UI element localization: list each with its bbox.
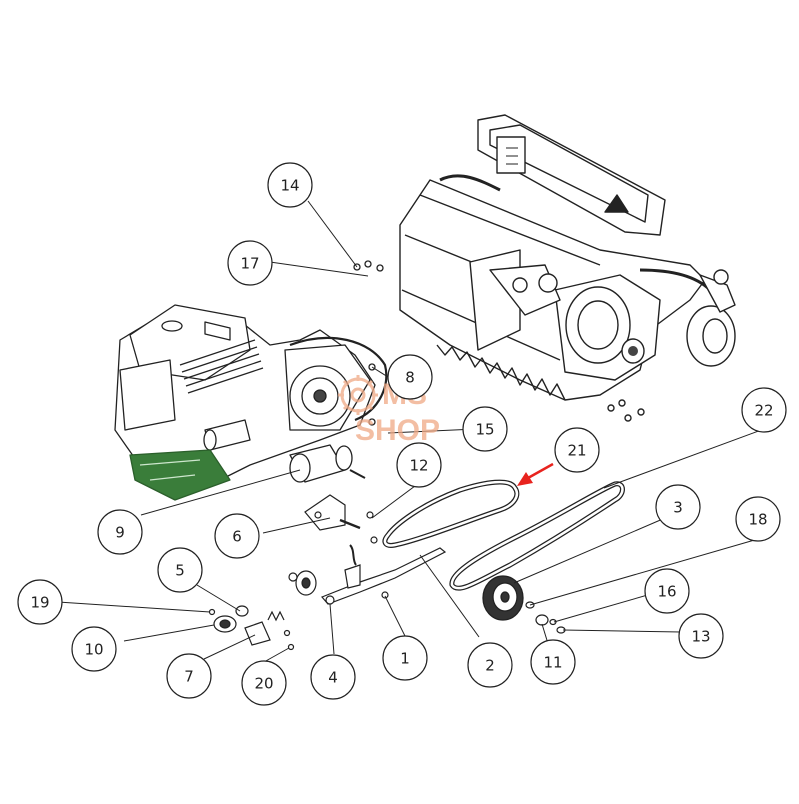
callout-label: 14 xyxy=(280,177,299,195)
callout-13: 13 xyxy=(678,613,724,659)
callout-label: 11 xyxy=(543,654,562,672)
callout-2: 2 xyxy=(467,642,513,688)
callout-20: 20 xyxy=(241,660,287,706)
watermark: MS SHOP xyxy=(338,375,440,447)
callout-label: 19 xyxy=(30,594,49,612)
belt-22 xyxy=(449,481,625,591)
callout-7: 7 xyxy=(166,653,212,699)
callout-22: 22 xyxy=(741,387,787,433)
callout-circle xyxy=(735,496,781,542)
callout-label: 10 xyxy=(84,641,103,659)
ms-shop-logo-icon xyxy=(338,375,378,415)
callout-label: 20 xyxy=(254,675,273,693)
callout-circle xyxy=(382,635,428,681)
pulley-3 xyxy=(482,575,524,621)
callout-label: 22 xyxy=(754,402,773,420)
callout-label: 9 xyxy=(115,524,125,542)
small-hardware xyxy=(208,494,566,651)
callout-circle xyxy=(467,642,513,688)
callout-label: 15 xyxy=(475,421,494,439)
callout-label: 3 xyxy=(673,499,683,517)
callout-15: 15 xyxy=(462,406,508,452)
callout-circle xyxy=(741,387,787,433)
belt-21 xyxy=(382,479,520,548)
callout-label: 18 xyxy=(748,511,767,529)
callout-6: 6 xyxy=(214,513,260,559)
callout-3: 3 xyxy=(655,484,701,530)
callout-5: 5 xyxy=(157,547,203,593)
callout-12: 12 xyxy=(396,442,442,488)
leader-lines xyxy=(57,200,765,663)
engine-assembly xyxy=(114,260,388,501)
callout-8: 8 xyxy=(387,354,433,400)
callout-10: 10 xyxy=(71,626,117,672)
callout-11: 11 xyxy=(530,639,576,685)
callout-circle xyxy=(166,653,212,699)
callout-circle xyxy=(678,613,724,659)
callout-circle xyxy=(554,427,600,473)
callout-circle xyxy=(655,484,701,530)
callout-label: 8 xyxy=(405,369,415,387)
callout-label: 7 xyxy=(184,668,194,686)
callout-label: 12 xyxy=(409,457,428,475)
callout-1: 1 xyxy=(382,635,428,681)
callout-label: 4 xyxy=(328,669,338,687)
callout-label: 16 xyxy=(657,583,676,601)
callout-circle xyxy=(310,654,356,700)
callout-4: 4 xyxy=(310,654,356,700)
callout-label: 1 xyxy=(400,650,410,668)
callout-circle xyxy=(71,626,117,672)
callout-14: 14 xyxy=(267,162,313,208)
highlight-arrow-21 xyxy=(517,462,554,486)
callout-label: 17 xyxy=(240,255,259,273)
watermark-line-shop: SHOP xyxy=(355,414,440,447)
callout-circle xyxy=(227,240,273,286)
callout-label: 6 xyxy=(232,528,242,546)
callout-circle xyxy=(97,509,143,555)
machine-housing xyxy=(399,114,736,422)
callout-label: 5 xyxy=(175,562,185,580)
callout-21: 21 xyxy=(554,427,600,473)
callout-circle xyxy=(214,513,260,559)
callout-label: 2 xyxy=(485,657,495,675)
callout-9: 9 xyxy=(97,509,143,555)
callout-18: 18 xyxy=(735,496,781,542)
callout-circle xyxy=(530,639,576,685)
callout-circle xyxy=(396,442,442,488)
callout-19: 19 xyxy=(17,579,63,625)
callout-17: 17 xyxy=(227,240,273,286)
callout-16: 16 xyxy=(644,568,690,614)
callout-circle xyxy=(644,568,690,614)
callout-circle xyxy=(462,406,508,452)
callout-label: 21 xyxy=(567,442,586,460)
callout-circle xyxy=(157,547,203,593)
callout-circle xyxy=(267,162,313,208)
callout-label: 13 xyxy=(691,628,710,646)
callout-circle xyxy=(387,354,433,400)
callout-circle xyxy=(17,579,63,625)
callout-circle xyxy=(241,660,287,706)
